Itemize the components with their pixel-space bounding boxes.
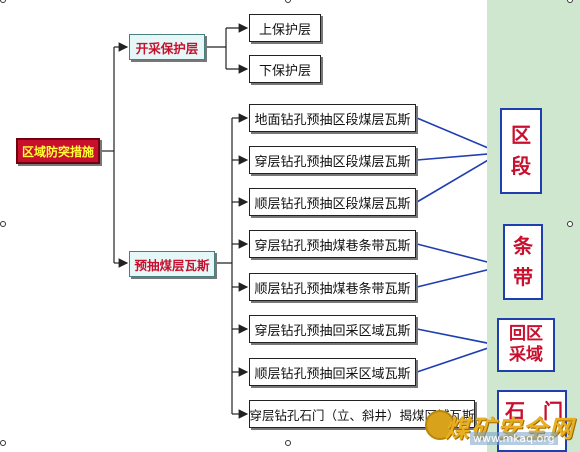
group-line: 门 xyxy=(543,399,563,423)
group-mining-area: 回区 采域 xyxy=(497,318,555,372)
connector-lines xyxy=(100,23,487,419)
group-strip: 条 带 xyxy=(503,224,543,300)
selection-handle[interactable] xyxy=(567,0,573,3)
leaf-method-3: 顺层钻孔预抽区段煤层瓦斯 xyxy=(249,188,416,216)
selection-handle[interactable] xyxy=(567,221,573,227)
selection-handle[interactable] xyxy=(0,0,6,3)
leaf-label: 地面钻孔预抽区段煤层瓦斯 xyxy=(254,112,411,128)
selection-handle[interactable] xyxy=(285,440,291,446)
leaf-method-6: 穿层钻孔预抽回采区域瓦斯 xyxy=(249,315,416,343)
leaf-label: 穿层钻孔预抽回采区域瓦斯 xyxy=(254,323,411,339)
root-label: 区域防突措施 xyxy=(21,144,94,159)
leaf-label: 顺层钻孔预抽回采区域瓦斯 xyxy=(254,366,411,382)
leaf-label: 顺层钻孔预抽区段煤层瓦斯 xyxy=(254,196,411,212)
leaf-method-1: 地面钻孔预抽区段煤层瓦斯 xyxy=(249,104,416,132)
leaf-lower-protective: 下保护层 xyxy=(249,55,321,83)
selection-handle[interactable] xyxy=(0,440,6,446)
group-line: 区 xyxy=(511,123,531,147)
group-line: 条 xyxy=(513,234,533,258)
leaf-method-4: 穿层钻孔预抽煤巷条带瓦斯 xyxy=(249,230,416,258)
group-line: 回区 xyxy=(509,323,543,344)
leaf-method-7: 顺层钻孔预抽回采区域瓦斯 xyxy=(249,358,416,386)
group-line: 带 xyxy=(513,265,533,289)
diagram-canvas: 区域防突措施 开采保护层 预抽煤层瓦斯 上保护层 下保护层 地面钻孔预抽区段煤层… xyxy=(0,0,487,452)
branch-predrainage: 预抽煤层瓦斯 xyxy=(129,251,215,277)
leaf-label: 穿层钻孔预抽区段煤层瓦斯 xyxy=(254,154,411,170)
leaf-label: 顺层钻孔预抽煤巷条带瓦斯 xyxy=(254,281,411,297)
branch-label: 预抽煤层瓦斯 xyxy=(134,257,210,273)
leaf-method-5: 顺层钻孔预抽煤巷条带瓦斯 xyxy=(249,273,416,301)
selection-handle[interactable] xyxy=(285,0,291,3)
root-node: 区域防突措施 xyxy=(16,138,100,164)
watermark-emblem-icon xyxy=(425,410,455,440)
group-line: 采域 xyxy=(509,345,543,365)
selection-handle[interactable] xyxy=(0,221,6,227)
leaf-upper-protective: 上保护层 xyxy=(249,14,321,42)
group-section: 区 段 xyxy=(500,108,542,194)
leaf-label: 穿层钻孔石门（立、斜井）揭煤区域瓦斯 xyxy=(249,407,475,423)
leaf-label: 下保护层 xyxy=(258,63,311,79)
branch-protective-layer: 开采保护层 xyxy=(129,34,205,60)
branch-label: 开采保护层 xyxy=(135,40,199,56)
leaf-method-2: 穿层钻孔预抽区段煤层瓦斯 xyxy=(249,146,416,174)
leaf-label: 穿层钻孔预抽煤巷条带瓦斯 xyxy=(254,238,411,254)
group-line: 段 xyxy=(511,154,531,178)
group-line: 石 xyxy=(505,399,525,423)
leaf-label: 上保护层 xyxy=(258,22,311,38)
watermark-url: www.mkaq.org xyxy=(470,432,558,445)
